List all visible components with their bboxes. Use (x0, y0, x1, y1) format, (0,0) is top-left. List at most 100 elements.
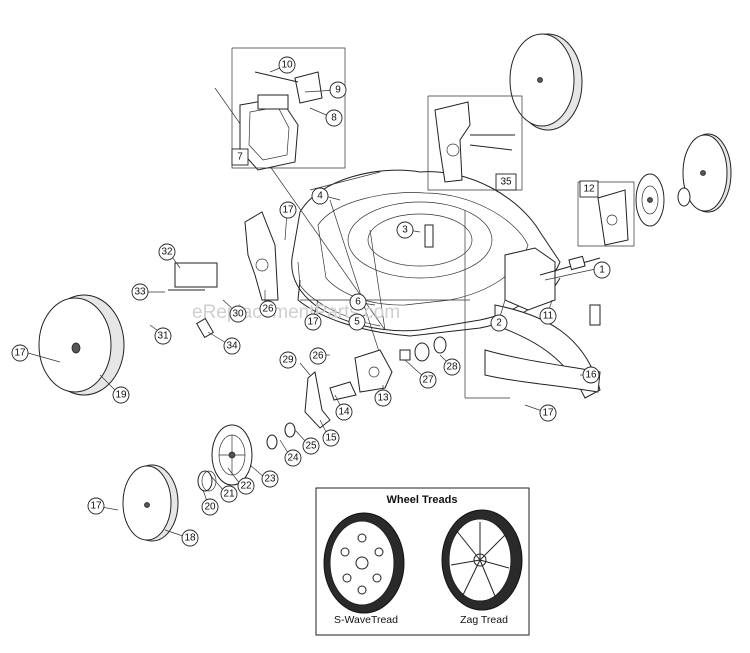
s-wave-tread-wheel (323, 512, 405, 614)
svg-text:18: 18 (184, 533, 196, 544)
callout-25: 25 (302, 437, 320, 455)
s-wave-tread-caption: S-WaveTread (334, 614, 398, 626)
callout-17-e: 17 (304, 313, 322, 331)
height-adjuster-right (434, 101, 515, 183)
zag-tread-wheel (441, 509, 523, 611)
gearbox (504, 247, 601, 311)
callout-32: 32 (158, 243, 176, 261)
shift-lever-15 (304, 371, 357, 429)
svg-text:24: 24 (287, 453, 299, 464)
boxed-label-12: 12 (579, 180, 599, 198)
svg-text:23: 23 (264, 474, 276, 485)
callout-box-12-group (577, 181, 635, 247)
height-adjuster-left (168, 211, 279, 339)
callout-18: 18 (181, 529, 199, 547)
handle-clip-8 (254, 71, 323, 104)
callout-33: 33 (131, 283, 149, 301)
svg-text:30: 30 (232, 309, 244, 320)
callout-8: 8 (325, 109, 343, 127)
front-right-wheel (682, 133, 732, 213)
callout-24: 24 (284, 449, 302, 467)
svg-text:17: 17 (14, 348, 26, 359)
callout-17-a: 17 (539, 404, 557, 422)
svg-text:17: 17 (307, 317, 319, 328)
svg-text:9: 9 (335, 85, 341, 96)
zag-tread-caption: Zag Tread (460, 614, 508, 626)
callout-6: 6 (349, 293, 367, 311)
svg-text:17: 17 (542, 408, 554, 419)
svg-text:3: 3 (402, 225, 408, 236)
callout-34: 34 (223, 337, 241, 355)
callout-27: 27 (419, 371, 437, 389)
svg-text:5: 5 (354, 317, 360, 328)
svg-text:2: 2 (496, 318, 502, 329)
rear-flap (484, 304, 601, 399)
svg-text:20: 20 (204, 502, 216, 513)
drive-gear (211, 424, 253, 486)
callout-20: 20 (201, 498, 219, 516)
callout-1: 1 (593, 261, 611, 279)
callout-box-7-group (231, 47, 346, 169)
svg-text:14: 14 (338, 407, 350, 418)
handle-bracket-7 (239, 94, 299, 171)
callout-15: 15 (322, 429, 340, 447)
callout-13: 13 (374, 389, 392, 407)
svg-text:28: 28 (446, 362, 458, 373)
callout-box-35-group (427, 95, 523, 191)
svg-text:16: 16 (585, 370, 597, 381)
svg-text:6: 6 (355, 297, 361, 308)
callout-29: 29 (279, 351, 297, 369)
callout-22: 22 (237, 477, 255, 495)
callout-19: 19 (112, 386, 130, 404)
svg-text:10: 10 (281, 60, 293, 71)
svg-text:21: 21 (223, 489, 235, 500)
svg-text:34: 34 (226, 341, 238, 352)
svg-text:1: 1 (599, 265, 605, 276)
callout-17-d: 17 (87, 497, 105, 515)
watermark: eReplacementParts.com (192, 302, 400, 323)
callout-31: 31 (154, 327, 172, 345)
front-axle-bracket (597, 189, 629, 246)
svg-text:26: 26 (262, 304, 274, 315)
front-left-wheel (122, 464, 179, 542)
svg-text:12: 12 (583, 184, 595, 195)
boxed-label-7: 7 (231, 148, 249, 166)
callout-16: 16 (582, 366, 600, 384)
callout-10: 10 (278, 56, 296, 74)
svg-text:13: 13 (377, 393, 389, 404)
svg-text:19: 19 (115, 390, 127, 401)
svg-text:35: 35 (500, 177, 512, 188)
svg-text:25: 25 (305, 441, 317, 452)
boxed-label-35: 35 (495, 173, 517, 191)
svg-text:17: 17 (90, 501, 102, 512)
callout-23: 23 (261, 470, 279, 488)
wheel-treads-title: Wheel Treads (387, 494, 458, 506)
svg-text:33: 33 (134, 287, 146, 298)
svg-text:27: 27 (422, 375, 434, 386)
drive-housing (354, 336, 447, 393)
callout-17-f: 17 (0, 0, 6, 6)
callout-4: 4 (311, 187, 329, 205)
svg-text:31: 31 (157, 331, 169, 342)
svg-text:15: 15 (325, 433, 337, 444)
callout-9: 9 (329, 81, 347, 99)
callout-26-b: 26 (309, 347, 327, 365)
callout-5: 5 (348, 313, 366, 331)
rear-right-wheel (509, 33, 583, 131)
callout-11: 11 (539, 307, 557, 325)
wheel-treads-inset: Wheel Treads S-WaveTread (315, 487, 530, 636)
svg-text:11: 11 (543, 311, 554, 322)
svg-text:22: 22 (240, 481, 252, 492)
svg-text:32: 32 (161, 247, 173, 258)
callout-26-a: 26 (259, 300, 277, 318)
svg-text:7: 7 (237, 152, 243, 163)
callout-2: 2 (490, 314, 508, 332)
callout-17-b: 17 (279, 201, 297, 219)
rear-left-wheel (38, 294, 125, 396)
callout-14: 14 (335, 403, 353, 421)
svg-text:26: 26 (312, 351, 324, 362)
callout-3: 3 (396, 221, 414, 239)
callout-21: 21 (220, 485, 238, 503)
spacer-washers (266, 422, 296, 450)
